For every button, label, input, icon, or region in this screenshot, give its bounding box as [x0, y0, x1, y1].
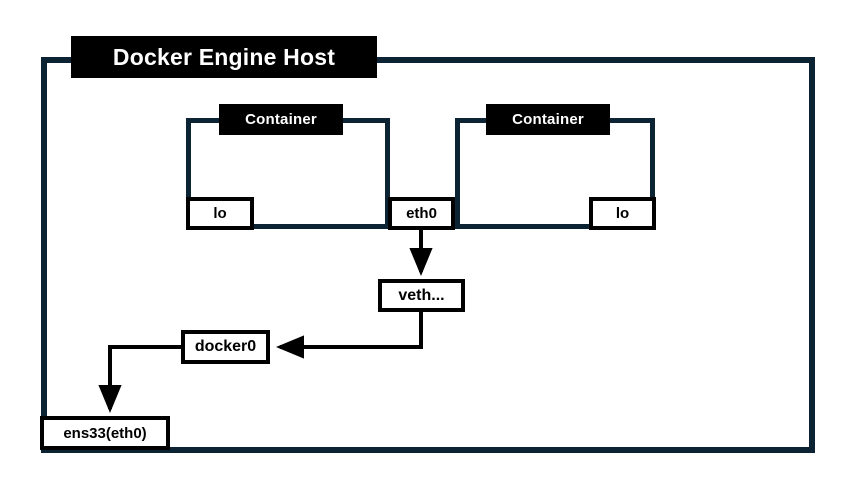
interface-ens33-physical-nic: ens33(eth0)	[40, 416, 170, 450]
container-label-right: Container	[486, 104, 610, 135]
interface-eth0: eth0	[388, 197, 455, 230]
docker-engine-host-frame	[41, 57, 815, 453]
interface-veth: veth...	[378, 279, 465, 312]
interface-lo-right: lo	[589, 197, 656, 230]
interface-lo-left: lo	[186, 197, 254, 230]
page-title: Docker Engine Host	[71, 36, 377, 78]
interface-docker0-bridge: docker0	[181, 330, 270, 364]
container-label-left: Container	[219, 104, 343, 135]
